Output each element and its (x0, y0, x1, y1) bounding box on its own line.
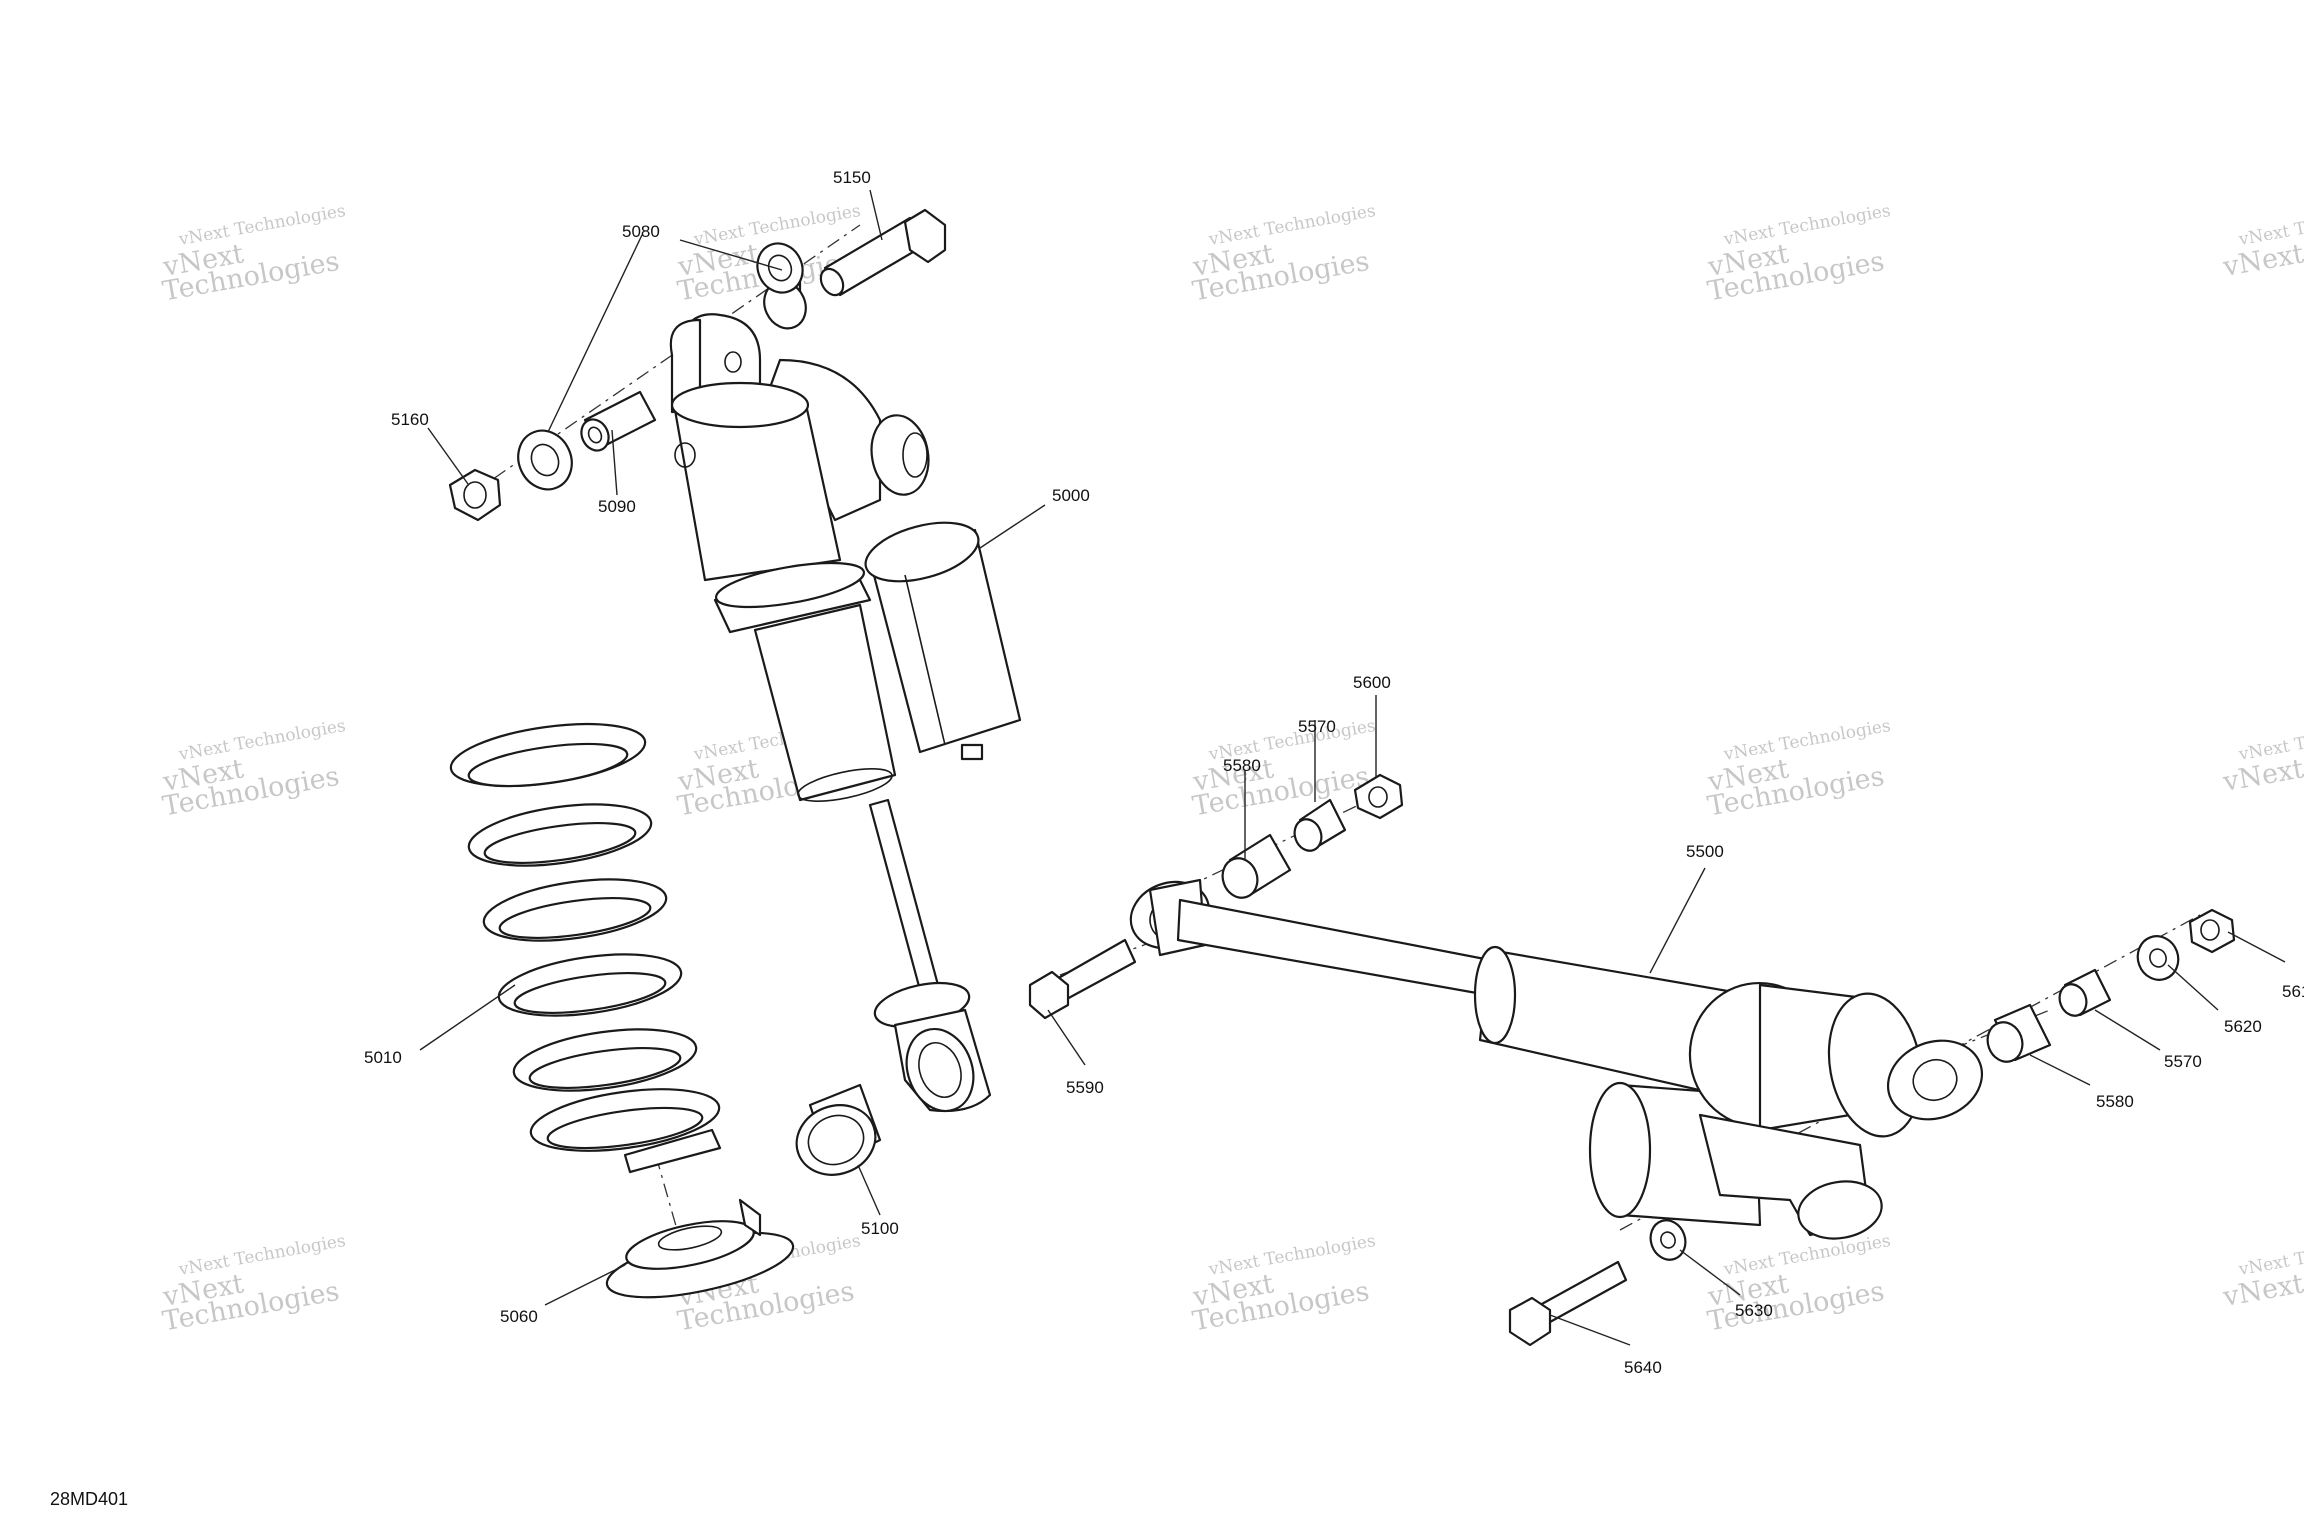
nut-5600 (1353, 773, 1404, 820)
callout-5600: 5600 (1353, 673, 1391, 692)
callout-5580-upper: 5580 (1223, 756, 1261, 775)
svg-text:vNext Technologies: vNext Technologies (1721, 1231, 1892, 1280)
bolt-5590 (1028, 938, 1137, 1020)
callout-5090: 5090 (598, 497, 636, 516)
svg-text:vNext: vNext (2220, 1268, 2304, 1313)
bolt-5640 (1508, 1260, 1628, 1347)
watermark-group: vNext Technologies vNext Technologies (1705, 716, 1892, 823)
svg-text:vNext: vNext (2220, 753, 2304, 798)
svg-text:vNext Technologies: vNext Technologies (176, 1231, 347, 1280)
sleeve-5580-lower (1986, 1003, 2052, 1063)
bushing-5100 (795, 1083, 882, 1176)
watermark-group: vNext Technologies vNext Technologies (1705, 201, 1892, 308)
callout-5640: 5640 (1624, 1358, 1662, 1377)
watermark-group: vNext Technologies vNext Technologies (160, 1231, 347, 1338)
spring-seat-5060 (605, 1198, 795, 1299)
centerline-spring-seat (639, 1099, 681, 1241)
svg-text:vNext Technologies: vNext Technologies (1721, 716, 1892, 765)
callout-5010: 5010 (364, 1048, 402, 1067)
callout-5060: 5060 (500, 1307, 538, 1326)
svg-text:vNext Technologies: vNext Technologies (1206, 201, 1377, 250)
callout-5580-lower: 5580 (2096, 1092, 2134, 1111)
nut-5610 (2188, 908, 2236, 954)
callout-5620: 5620 (2224, 1017, 2262, 1036)
callout-5570-lower: 5570 (2164, 1052, 2202, 1071)
callout-5160: 5160 (391, 410, 429, 429)
callout-5150: 5150 (833, 168, 871, 187)
svg-text:vNext Technologies: vNext Technologies (176, 716, 347, 765)
leader-lines (419, 189, 2286, 1346)
watermark-group: vNext Technologies vNext Technologies (1705, 1231, 1892, 1338)
drawing-id-label: 28MD401 (50, 1489, 128, 1509)
watermark-group: vNext Technologies vNext (2220, 201, 2304, 283)
svg-text:vNext Technologies: vNext Technologies (176, 201, 347, 250)
watermark-group: vNext Technologies vNext Technologies (160, 201, 347, 308)
spring-5010 (449, 722, 722, 1174)
bolt-5150 (819, 208, 947, 297)
sleeve-5580-upper (1221, 833, 1292, 899)
callout-5080: 5080 (622, 222, 660, 241)
watermark-group: vNext Technologies vNext (2220, 716, 2304, 798)
svg-text:vNext Technologies: vNext Technologies (1721, 201, 1892, 250)
callout-5570-upper: 5570 (1298, 717, 1336, 736)
bushing-5080 (756, 242, 807, 330)
washer-5630 (1649, 1219, 1687, 1261)
svg-text:vNext: vNext (2220, 238, 2304, 283)
spacer-5570-upper (1293, 798, 1347, 852)
washer-5620 (2136, 935, 2180, 981)
callout-5500: 5500 (1686, 842, 1724, 861)
centerline-rear-bushings (1899, 1009, 2051, 1071)
callout-5610: 5610 (2282, 982, 2304, 1001)
watermark-group: vNext Technologies vNext (2220, 1231, 2304, 1313)
sleeve-5090 (580, 390, 657, 452)
nut-5160 (448, 468, 502, 522)
watermark-group: vNext Technologies vNext Technologies (160, 716, 347, 823)
callout-5100: 5100 (861, 1219, 899, 1238)
shock-absorber-5500 (1129, 878, 1984, 1240)
callout-labels: 5150 5080 5160 5090 5000 5010 5100 5060 … (364, 168, 2304, 1377)
bushing-5080-left (517, 429, 573, 491)
watermark-group: vNext Technologies vNext Technologies (1190, 1231, 1377, 1338)
callout-5000: 5000 (1052, 486, 1090, 505)
shock-absorber-5000 (669, 313, 1022, 1113)
watermark-group: vNext Technologies vNext Technologies (1190, 716, 1377, 823)
svg-text:vNext Technologies: vNext Technologies (1206, 1231, 1377, 1280)
spacer-5570-lower (2058, 968, 2112, 1017)
callout-5590: 5590 (1066, 1078, 1104, 1097)
watermark-group: vNext Technologies vNext Technologies (1190, 201, 1377, 308)
callout-5630: 5630 (1735, 1301, 1773, 1320)
